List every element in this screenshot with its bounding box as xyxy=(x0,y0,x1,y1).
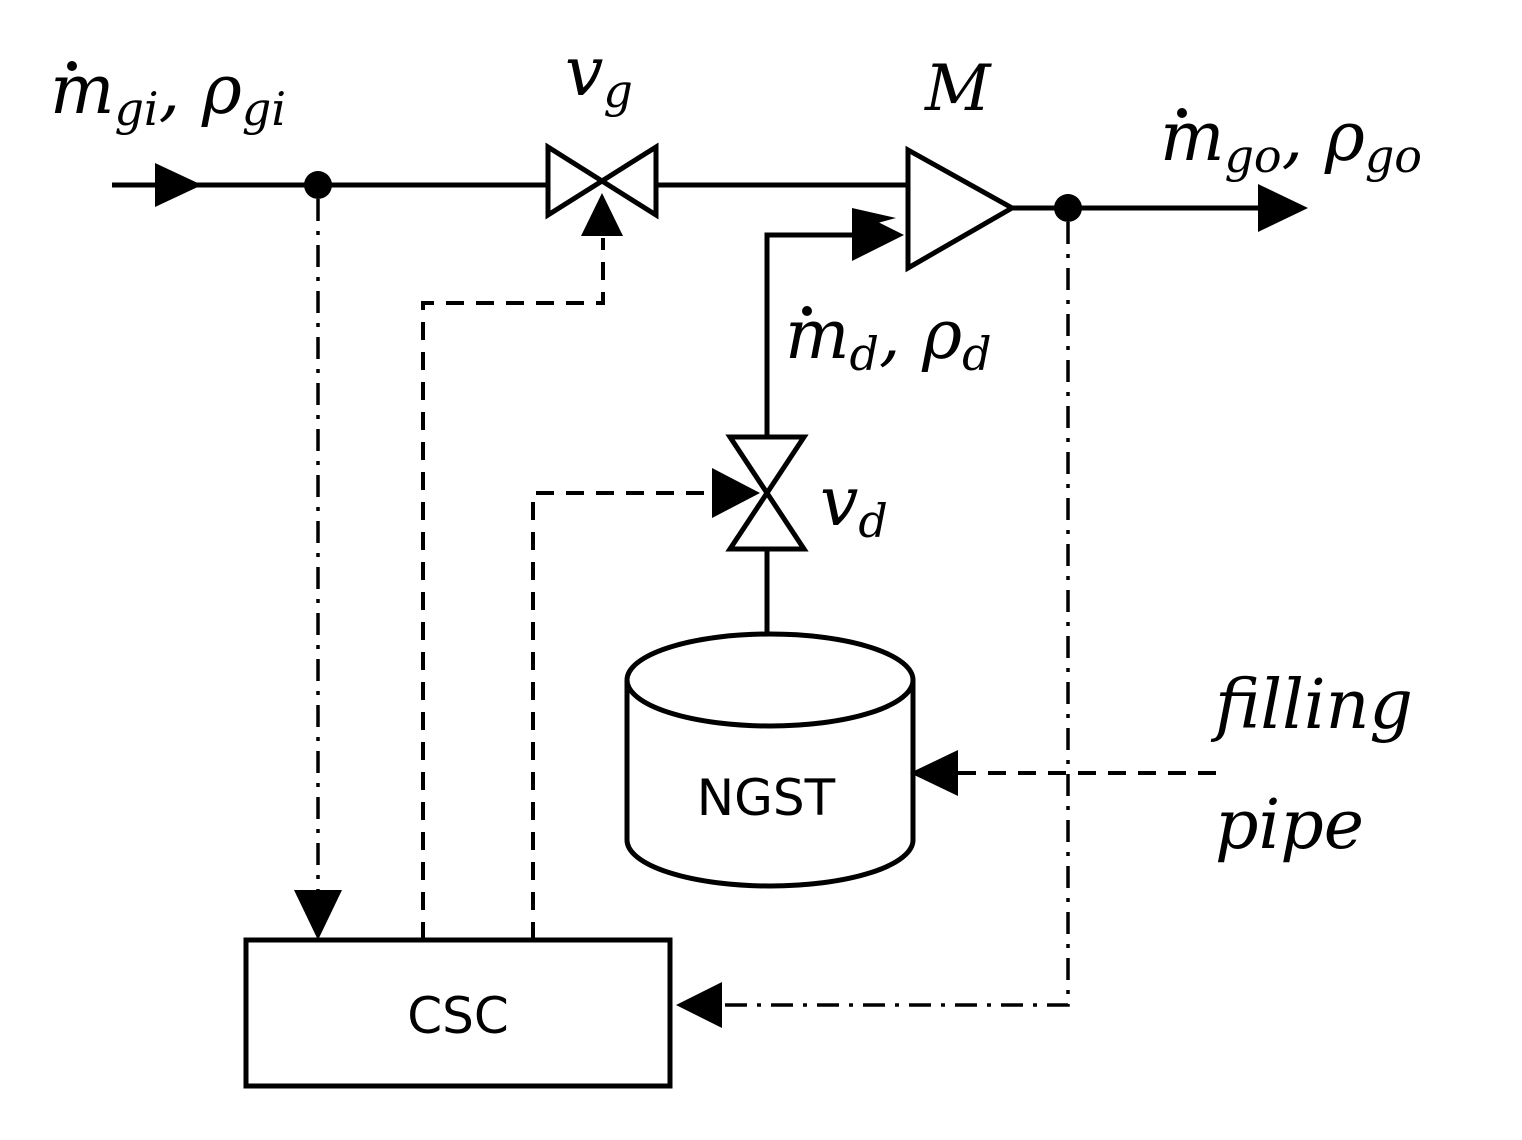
valve-g-label: vg xyxy=(565,33,633,118)
outlet-measurement-line xyxy=(720,222,1070,1007)
controller-label: CSC xyxy=(407,987,509,1045)
control-signals xyxy=(421,238,1218,940)
tank-label: NGST xyxy=(697,769,836,827)
svg-text:vd: vd xyxy=(820,463,888,548)
filling-pipe-arrow xyxy=(910,750,958,796)
dilution-flow-label: md, ρd xyxy=(785,296,992,381)
main-gas-line xyxy=(112,163,908,207)
outlet-line xyxy=(1012,184,1308,232)
ngst-tank: NGST xyxy=(624,631,916,889)
measurement-signals xyxy=(294,199,1070,1028)
outlet-node xyxy=(1054,194,1082,222)
svg-text:md, ρd: md, ρd xyxy=(785,296,992,381)
valve-g-actuator-arrow xyxy=(581,193,623,236)
valve-d-label: vd xyxy=(820,463,888,548)
filling-pipe-label-line1: filling xyxy=(1210,666,1413,745)
valve-g xyxy=(545,142,659,236)
csc-controller: CSC xyxy=(243,937,673,1089)
mixer-top-arrow xyxy=(852,208,896,230)
outlet-arrow xyxy=(1258,184,1308,232)
valve-d xyxy=(712,434,809,552)
control-line-valve-g xyxy=(421,238,605,940)
mixer-label: M xyxy=(924,52,992,126)
valve-d-actuator-arrow xyxy=(712,468,760,518)
dilution-line xyxy=(764,208,904,636)
inlet-node xyxy=(304,171,332,199)
filling-pipe-label-line2: pipe xyxy=(1215,786,1364,865)
inlet-measurement-arrow xyxy=(294,890,342,940)
inlet-flow-label: mgi, ρgi xyxy=(50,51,286,136)
svg-text:mgo, ρgo: mgo, ρgo xyxy=(1160,98,1422,183)
outlet-measurement-arrow xyxy=(676,982,722,1028)
mixer xyxy=(905,145,1018,273)
svg-text:vg: vg xyxy=(565,33,633,118)
svg-text:mgi, ρgi: mgi, ρgi xyxy=(50,51,286,136)
inlet-arrow xyxy=(155,163,202,207)
outlet-flow-label: mgo, ρgo xyxy=(1160,98,1422,183)
